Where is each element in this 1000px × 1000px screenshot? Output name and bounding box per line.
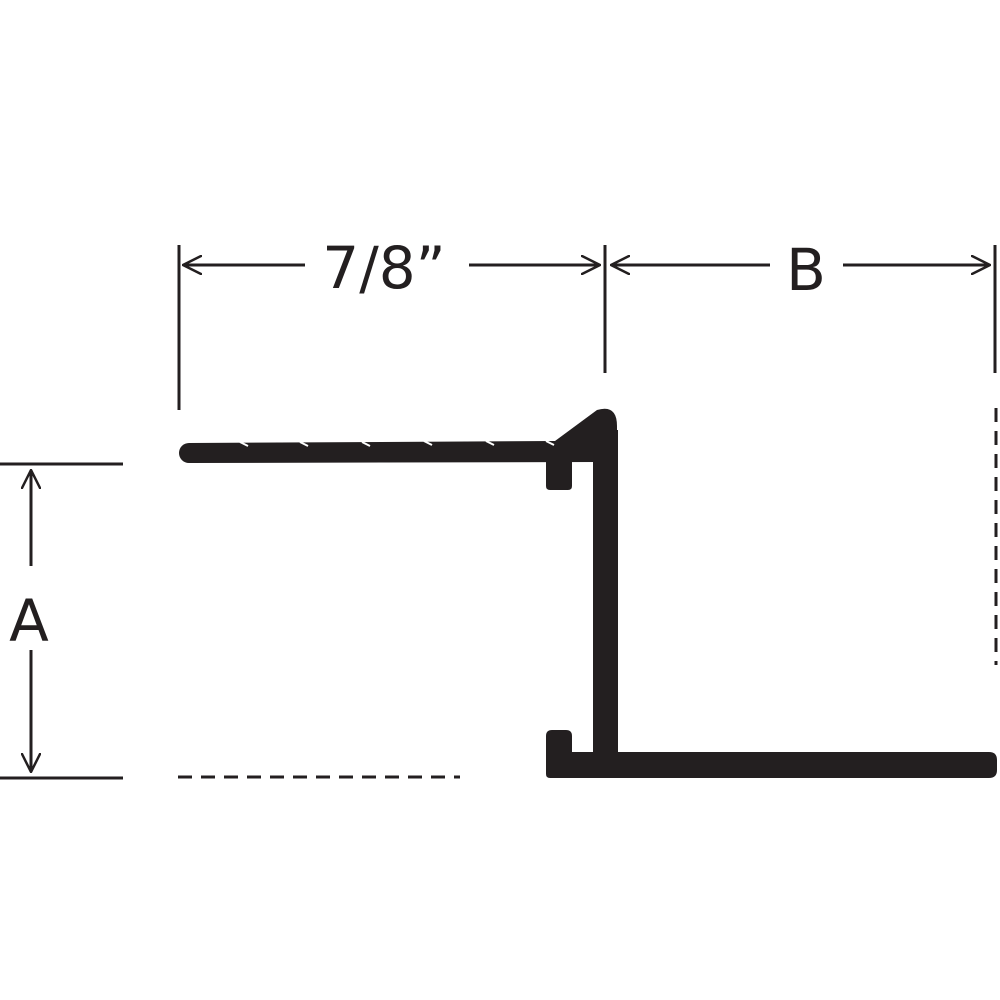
profile-bottom-leg <box>593 752 997 778</box>
dimension-width-label: 7/8” <box>322 234 445 302</box>
dashed-reference-lines <box>178 408 998 779</box>
profile-top-tab <box>546 462 572 490</box>
profile-bottom-tab <box>546 730 593 778</box>
trim-profile <box>179 408 997 778</box>
extension-lines <box>0 245 997 780</box>
dimension-a-label: A <box>9 587 49 655</box>
profile-top-flange <box>179 408 617 463</box>
profile-vertical-web <box>593 430 618 778</box>
dimension-b-label: B <box>786 236 826 304</box>
profile-serrations <box>239 440 555 447</box>
